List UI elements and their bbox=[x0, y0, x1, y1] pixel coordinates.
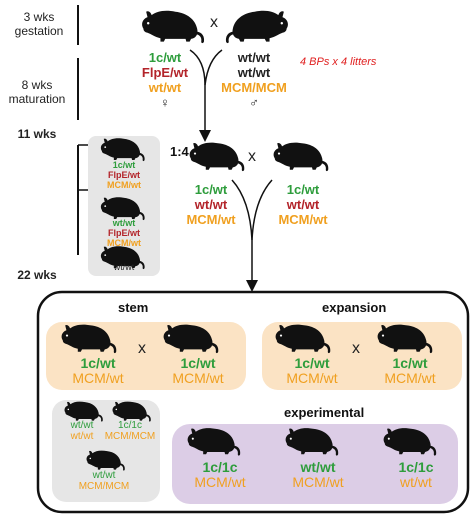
cross2-left-genotype: 1c/wt wt/wt MCM/wt bbox=[186, 182, 236, 227]
grey-box-mouse-a-genotype: wt/wt wt/wt bbox=[70, 420, 94, 442]
grey-box-mouse-b-genotype: 1c/1c MCM/MCM bbox=[104, 420, 156, 442]
side-box-mouse-1-genotype: 1c/wt FlpE/wt MCM/wt bbox=[107, 160, 141, 190]
stem-title: stem bbox=[118, 300, 149, 315]
expansion-title: expansion bbox=[322, 300, 387, 315]
ratio-label: 1:4 bbox=[170, 144, 189, 159]
mouse-icon bbox=[273, 142, 329, 172]
expansion-right-genotype: 1c/wt MCM/wt bbox=[384, 355, 436, 386]
mouse-icon bbox=[189, 142, 245, 172]
cross-symbol: x bbox=[248, 148, 256, 165]
timeline-11wks: 11 wks bbox=[17, 127, 57, 141]
side-box-mouse-3-genotype: wt/wt bbox=[113, 262, 135, 272]
side-box-mouse-2-genotype: wt/wt FlpE/wt MCM/wt bbox=[107, 218, 141, 248]
experimental-mouse-2-genotype: wt/wt MCM/wt bbox=[292, 459, 344, 490]
cross-symbol: x bbox=[138, 340, 146, 357]
cross1-male-genotype: wt/wt wt/wt MCM/MCM ♂ bbox=[221, 50, 287, 110]
experimental-mouse-3-genotype: 1c/1c wt/wt bbox=[398, 459, 434, 490]
cross-symbol: x bbox=[352, 340, 360, 357]
stem-right-genotype: 1c/wt MCM/wt bbox=[172, 355, 224, 386]
expansion-left-genotype: 1c/wt MCM/wt bbox=[286, 355, 338, 386]
mouse-icon bbox=[142, 10, 205, 44]
cross2-right-genotype: 1c/wt wt/wt MCM/wt bbox=[278, 182, 328, 227]
cross1-female-genotype: 1c/wt FlpE/wt wt/wt ♀ bbox=[141, 50, 189, 110]
experimental-mouse-1-genotype: 1c/1c MCM/wt bbox=[194, 459, 246, 490]
cross-symbol: x bbox=[210, 14, 218, 31]
stem-left-genotype: 1c/wt MCM/wt bbox=[72, 355, 124, 386]
timeline-22wks: 22 wks bbox=[17, 268, 57, 282]
breeding-pairs-note: 4 BPs x 4 litters bbox=[300, 56, 377, 68]
mouse-icon bbox=[225, 10, 288, 44]
experimental-title: experimental bbox=[284, 405, 365, 420]
grey-box-mouse-c-genotype: wt/wt MCM/MCM bbox=[78, 470, 130, 492]
